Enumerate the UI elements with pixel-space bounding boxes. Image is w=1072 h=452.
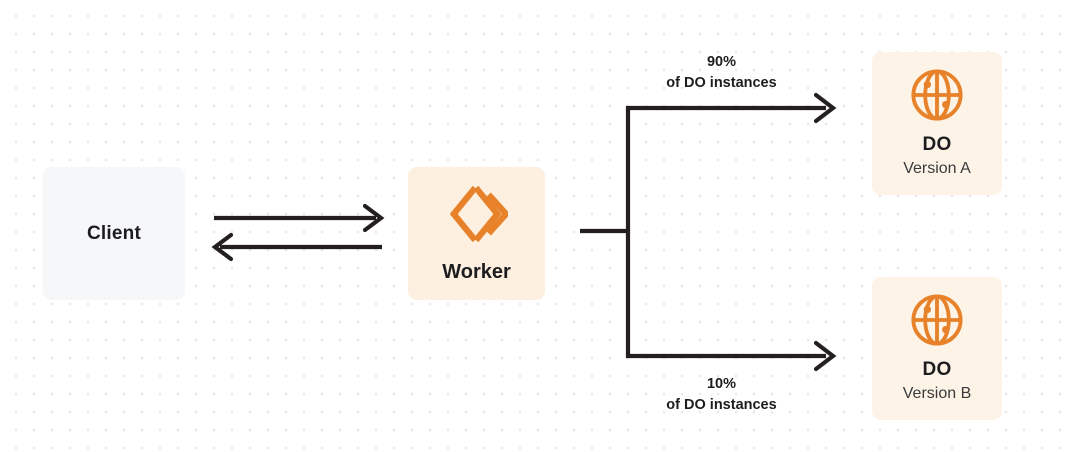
- globe-icon: [909, 67, 965, 133]
- node-client: Client: [43, 167, 185, 300]
- edge-label-do-b-caption: of DO instances: [666, 397, 777, 414]
- edge-label-do-a-caption: of DO instances: [666, 75, 777, 92]
- node-do-b-label: DO: [922, 359, 952, 381]
- node-do-a-sublabel: Version A: [903, 159, 971, 177]
- node-client-label: Client: [87, 222, 141, 244]
- edge-label-do-a-percent: 90%: [706, 54, 737, 70]
- edge-label-do-b: 10% of DO instances: [639, 374, 804, 416]
- node-do-b-sublabel: Version B: [902, 384, 972, 402]
- globe-icon: [909, 292, 965, 358]
- node-worker: Worker: [408, 167, 545, 300]
- edge-worker-to-do-a: [626, 92, 837, 124]
- cloudflare-workers-icon: [446, 183, 508, 245]
- node-worker-label: Worker: [442, 261, 511, 283]
- edge-worker-to-do-b: [626, 340, 837, 372]
- edge-label-do-a: 90% of DO instances: [639, 52, 804, 94]
- edge-client-to-worker: [214, 203, 385, 233]
- edge-label-do-b-percent: 10%: [706, 376, 737, 392]
- node-do-version-b: DO Version B: [872, 277, 1002, 420]
- node-do-version-a: DO Version A: [872, 52, 1002, 195]
- edge-worker-split-stub: [580, 106, 631, 358]
- edge-worker-to-client: [211, 232, 382, 262]
- node-do-a-label: DO: [922, 134, 952, 156]
